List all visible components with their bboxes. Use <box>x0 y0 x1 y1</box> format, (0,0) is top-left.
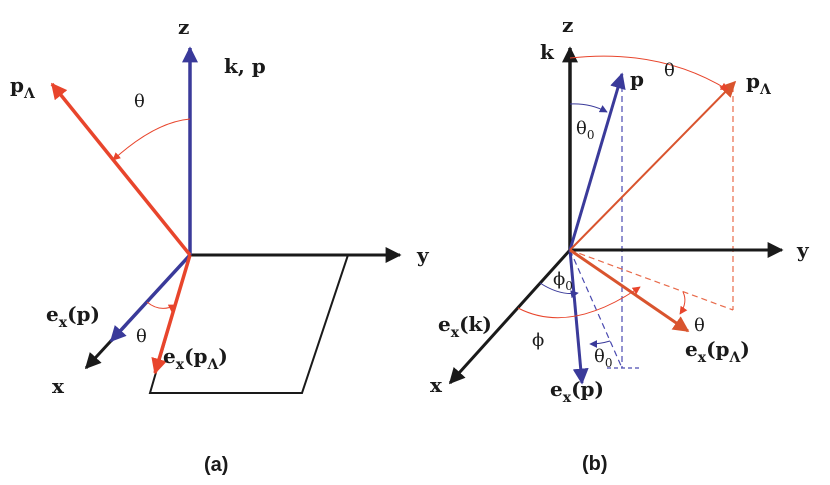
panel-b-k-label: k <box>540 40 555 64</box>
panel-b-phi-label: ϕ <box>532 330 544 351</box>
panel-a-ex-p-label: ex(p) <box>46 302 100 331</box>
panel-b-theta0-arc-bottom <box>589 339 611 348</box>
panel-a-kp-label: k, p <box>224 54 266 78</box>
panel-b-theta-right-label: θ <box>694 315 705 336</box>
panel-b-ex-plambda-label: ex(pΛ) <box>685 337 750 366</box>
panel-a: z y x k, p pΛ θ θ ex(p) ex(pΛ) (a) <box>10 15 430 476</box>
panel-a-theta-top-label: θ <box>134 91 145 112</box>
panel-b-phi0-label: ϕ0 <box>553 269 573 293</box>
panel-b-theta-arc-top <box>569 55 729 91</box>
panel-b-caption: (b) <box>582 453 608 475</box>
panel-b-ex-p-vector <box>568 249 589 385</box>
panel-b-ex-plambda-vector <box>569 248 690 333</box>
panel-b-p-foot-dashed-1 <box>569 249 623 369</box>
panel-a-ex-plambda-label: ex(pΛ) <box>163 344 228 373</box>
panel-b-ex-p-label: ex(p) <box>550 377 604 406</box>
panel-b-theta0-arc-top <box>569 103 608 113</box>
panel-a-ex-plambda-vector <box>151 254 192 375</box>
panel-a-theta-bottom-label: θ <box>136 326 147 347</box>
panel-b-plambda-foot-dashed <box>569 249 734 311</box>
panel-b-x-axis <box>448 248 572 385</box>
panel-b-plambda-vector <box>569 80 737 251</box>
panel-b-z-label: z <box>562 13 573 37</box>
panel-b-plambda-label: pΛ <box>746 69 772 98</box>
panel-b-theta0-bottom-label: θ0 <box>594 346 612 370</box>
panel-b-theta0-top-label: θ0 <box>576 118 594 142</box>
panel-b: z y x k p pΛ θ θ0 ϕ0 ϕ θ θ0 ex(k) ex(p) … <box>430 13 810 475</box>
panel-a-z-label: z <box>178 15 189 39</box>
panel-b-theta-arc-right <box>679 291 688 315</box>
panel-a-theta-arc-top <box>112 118 191 161</box>
panel-b-phi-arc <box>517 286 641 319</box>
panel-a-plambda-label: pΛ <box>10 73 36 102</box>
panel-b-p-label: p <box>630 67 644 91</box>
panel-a-x-label: x <box>52 374 65 398</box>
panel-a-ex-p-vector <box>109 253 192 343</box>
panel-b-ex-k-label: ex(k) <box>438 312 492 341</box>
panel-b-x-label: x <box>430 373 443 397</box>
panel-b-phi0-arc <box>539 282 579 299</box>
panel-b-p-vector <box>568 72 626 251</box>
panel-b-theta-top-label: θ <box>664 60 675 81</box>
panel-a-caption: (a) <box>204 454 228 476</box>
panel-b-y-label: y <box>796 238 810 262</box>
panel-a-theta-arc-bottom <box>146 301 177 312</box>
panel-a-plambda-vector <box>50 82 192 257</box>
panel-a-y-label: y <box>416 243 430 267</box>
